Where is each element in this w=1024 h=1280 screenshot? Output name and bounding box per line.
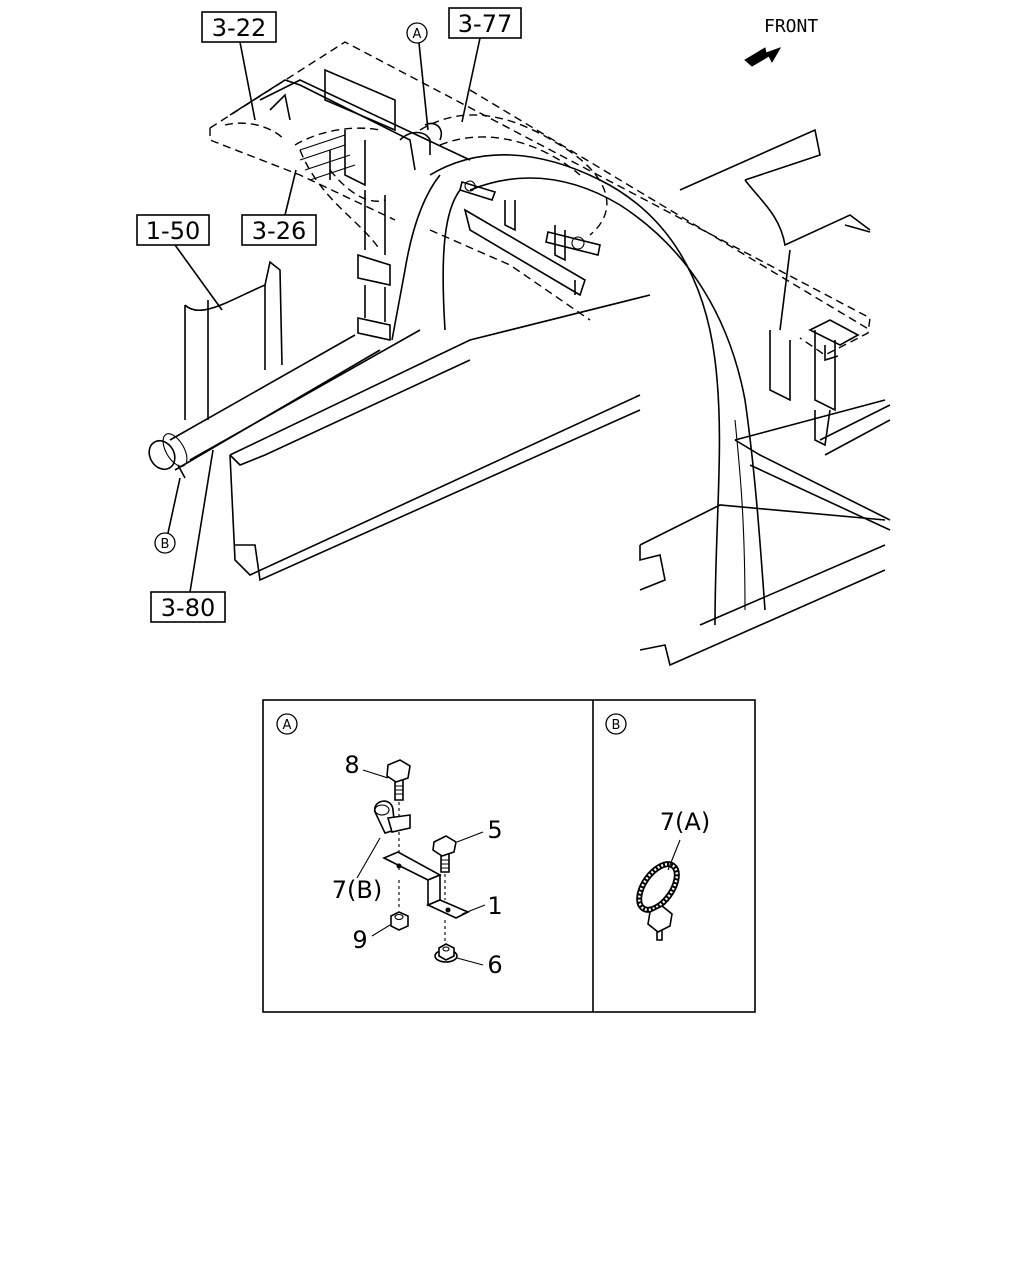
detail-panel bbox=[262, 699, 756, 1013]
callout-a[interactable]: A bbox=[406, 22, 428, 44]
leader-line bbox=[461, 904, 486, 915]
ref-box-3-26[interactable]: 3-26 bbox=[241, 214, 317, 246]
ref-box-3-80[interactable]: 3-80 bbox=[150, 591, 226, 623]
ref-box-3-77[interactable]: 3-77 bbox=[448, 7, 522, 39]
bolt-icon bbox=[432, 835, 457, 873]
leader-line bbox=[456, 957, 484, 966]
leader-line bbox=[461, 37, 481, 123]
ref-label: 1-50 bbox=[146, 217, 200, 245]
leader-line bbox=[418, 42, 429, 131]
leader-line bbox=[174, 244, 223, 311]
detail-a-title: A bbox=[276, 713, 298, 735]
leader-line bbox=[371, 924, 391, 937]
callout-b[interactable]: B bbox=[154, 532, 176, 554]
detail-b: B 7(A) bbox=[605, 713, 710, 941]
ref-label: 3-77 bbox=[458, 10, 512, 38]
detail-a: A 8 7(B) 1 bbox=[276, 713, 503, 979]
main-assembly-drawing bbox=[148, 41, 891, 667]
nut-icon bbox=[390, 911, 409, 931]
leader-line bbox=[356, 837, 381, 879]
leader-line bbox=[239, 41, 256, 121]
front-label: FRONT bbox=[764, 16, 818, 37]
leader-line bbox=[167, 477, 181, 534]
svg-text:B: B bbox=[612, 718, 621, 733]
part-label-5: 5 bbox=[487, 816, 502, 844]
svg-text:B: B bbox=[161, 537, 170, 552]
front-orientation: FRONT bbox=[744, 16, 818, 67]
part-label-1: 1 bbox=[487, 892, 502, 920]
part-label-7b: 7(B) bbox=[332, 876, 382, 904]
ref-label: 3-26 bbox=[252, 217, 306, 245]
part-label-9: 9 bbox=[352, 926, 367, 954]
cable-tie-icon bbox=[636, 861, 680, 941]
bracket-icon bbox=[382, 851, 470, 919]
part-label-8: 8 bbox=[344, 751, 359, 779]
svg-text:A: A bbox=[283, 718, 292, 733]
leader-line bbox=[189, 449, 214, 593]
bolt-icon bbox=[386, 759, 411, 801]
leader-line bbox=[284, 169, 297, 216]
arrow-icon bbox=[744, 47, 782, 67]
flange-nut-icon bbox=[434, 943, 458, 963]
part-label-7a: 7(A) bbox=[660, 808, 710, 836]
ref-label: 3-22 bbox=[212, 14, 266, 42]
ref-box-3-22[interactable]: 3-22 bbox=[201, 11, 277, 43]
leader-line bbox=[667, 839, 681, 871]
leader-line bbox=[456, 831, 484, 843]
leader-line bbox=[362, 769, 389, 779]
ref-label: 3-80 bbox=[161, 594, 215, 622]
ref-box-1-50[interactable]: 1-50 bbox=[136, 214, 210, 246]
part-label-6: 6 bbox=[487, 951, 502, 979]
detail-b-title: B bbox=[605, 713, 627, 735]
svg-text:A: A bbox=[413, 27, 422, 42]
clip-icon bbox=[374, 800, 411, 834]
